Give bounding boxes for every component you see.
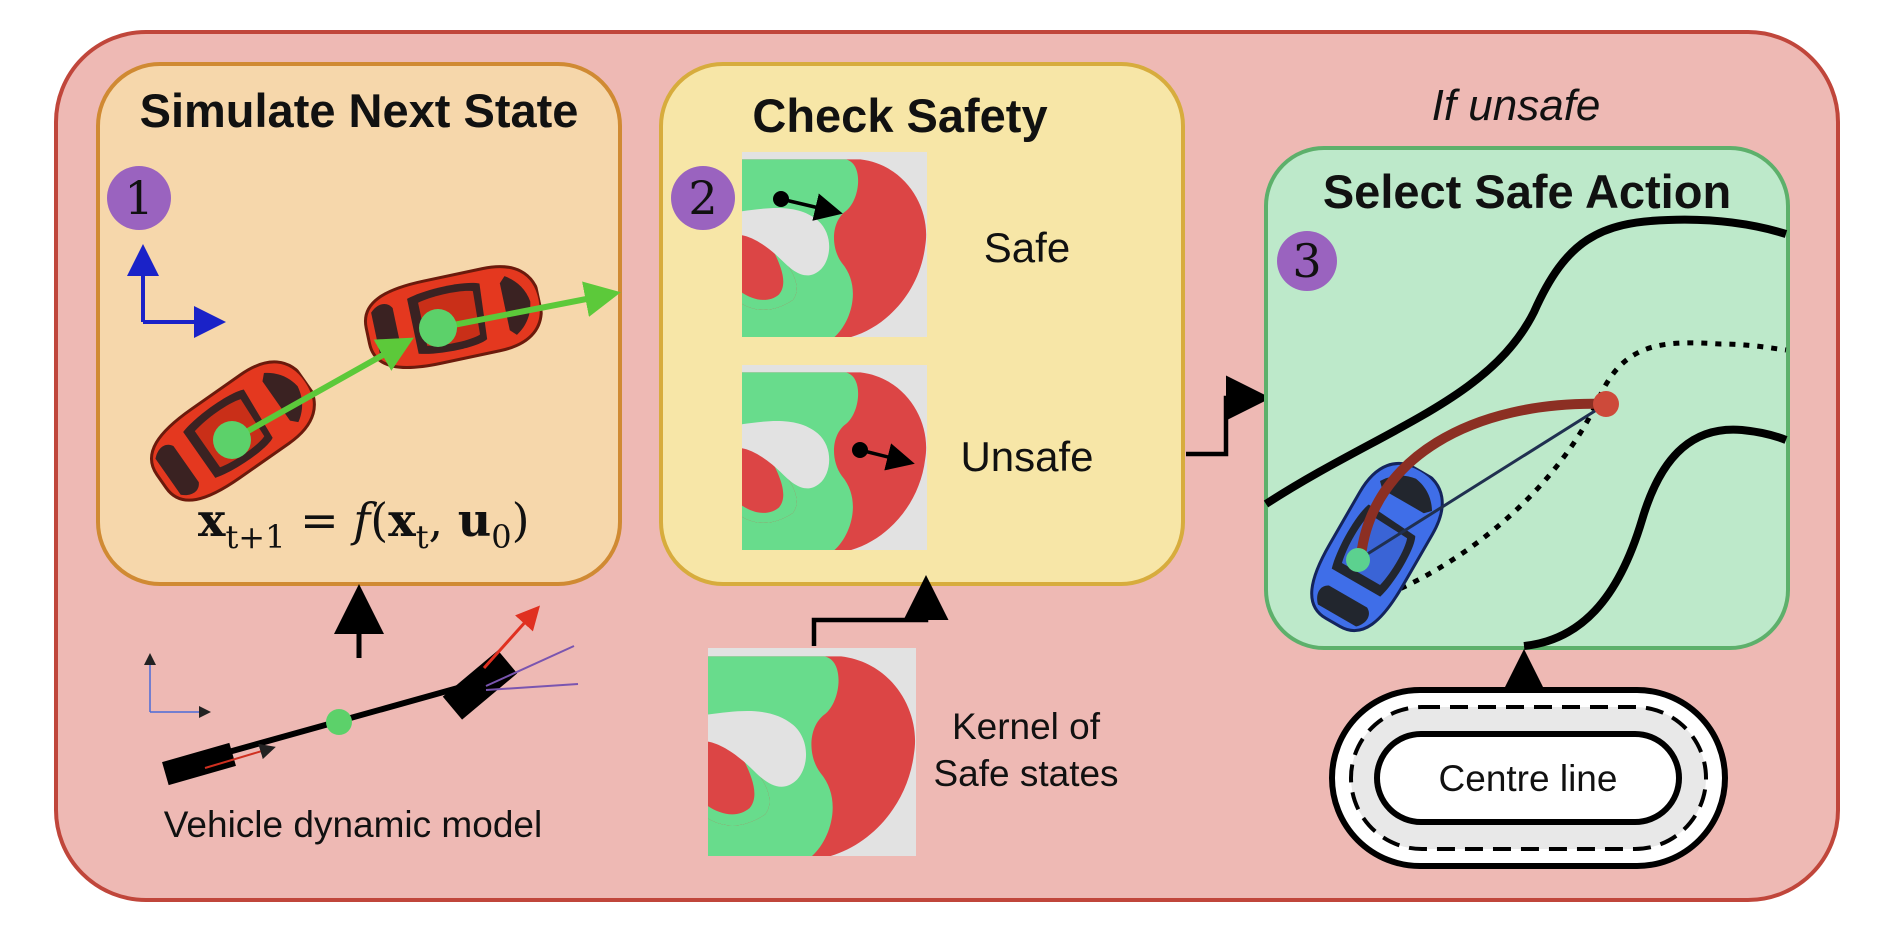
kernel-label-line2: Safe states xyxy=(933,753,1118,794)
track-inner-boundary xyxy=(1523,425,1788,650)
step1-equation: xt+1 = f(xt, u0) xyxy=(198,493,530,556)
unsafe-label: Unsafe xyxy=(960,433,1093,480)
kernel-image xyxy=(708,648,916,856)
centre-line-track: Centre line xyxy=(1329,649,1728,869)
step3-badge-number: 3 xyxy=(1292,234,1321,288)
step1-badge xyxy=(107,166,171,230)
motion-arrow-2 xyxy=(437,281,621,331)
step1-panel: Simulate Next State 1 xt+1 = f(xt, u0) xyxy=(96,62,622,586)
vehicle-cg xyxy=(326,709,352,735)
step1-badge-number: 1 xyxy=(124,171,153,225)
step2-to-step3-arrow xyxy=(1186,375,1271,457)
step2-badge xyxy=(671,166,735,230)
centre-line-label: Centre line xyxy=(1439,758,1618,799)
vehicle-model: Vehicle dynamic model xyxy=(144,584,579,845)
step2-badge-number: 2 xyxy=(688,171,717,225)
steering-line-2 xyxy=(485,683,579,691)
safe-label: Safe xyxy=(984,224,1070,271)
kernel-to-step2-arrow xyxy=(811,575,949,646)
kernel-label-line1: Kernel of xyxy=(952,706,1101,747)
kernel-of-safe-states: Kernel of Safe states xyxy=(708,575,1119,856)
unsafe-state-arrow xyxy=(859,443,915,471)
track-outer-boundary xyxy=(1263,215,1788,508)
step2-panel: Check Safety 2 Safe Unsafe xyxy=(659,62,1185,586)
step3-title: Select Safe Action xyxy=(1323,165,1731,218)
target-point xyxy=(1593,391,1619,417)
step3-badge xyxy=(1277,231,1337,291)
step1-title: Simulate Next State xyxy=(140,84,579,137)
if-unsafe-label: If unsafe xyxy=(1432,81,1601,130)
motion-arrow-1 xyxy=(230,337,414,443)
front-wheel-icon xyxy=(442,650,518,720)
car-current-center xyxy=(213,421,251,459)
rear-wheel-icon xyxy=(162,742,236,786)
car-next-center xyxy=(419,309,457,347)
velocity-arrow xyxy=(204,743,276,769)
lookahead-line xyxy=(1360,402,1607,560)
car-blue-center xyxy=(1346,548,1370,572)
track-inner-edge xyxy=(1374,731,1682,825)
steering-red-arrow xyxy=(482,605,541,670)
step2-title: Check Safety xyxy=(752,89,1047,142)
safe-action-path xyxy=(1356,398,1607,557)
vehicle-model-label: Vehicle dynamic model xyxy=(164,804,542,845)
safe-state-arrow xyxy=(780,193,843,221)
step3-panel: Select Safe Action 3 xyxy=(1263,146,1790,650)
unsafe-state-image xyxy=(742,365,927,550)
safe-state-image xyxy=(742,152,927,337)
steering-line-1 xyxy=(485,645,575,687)
